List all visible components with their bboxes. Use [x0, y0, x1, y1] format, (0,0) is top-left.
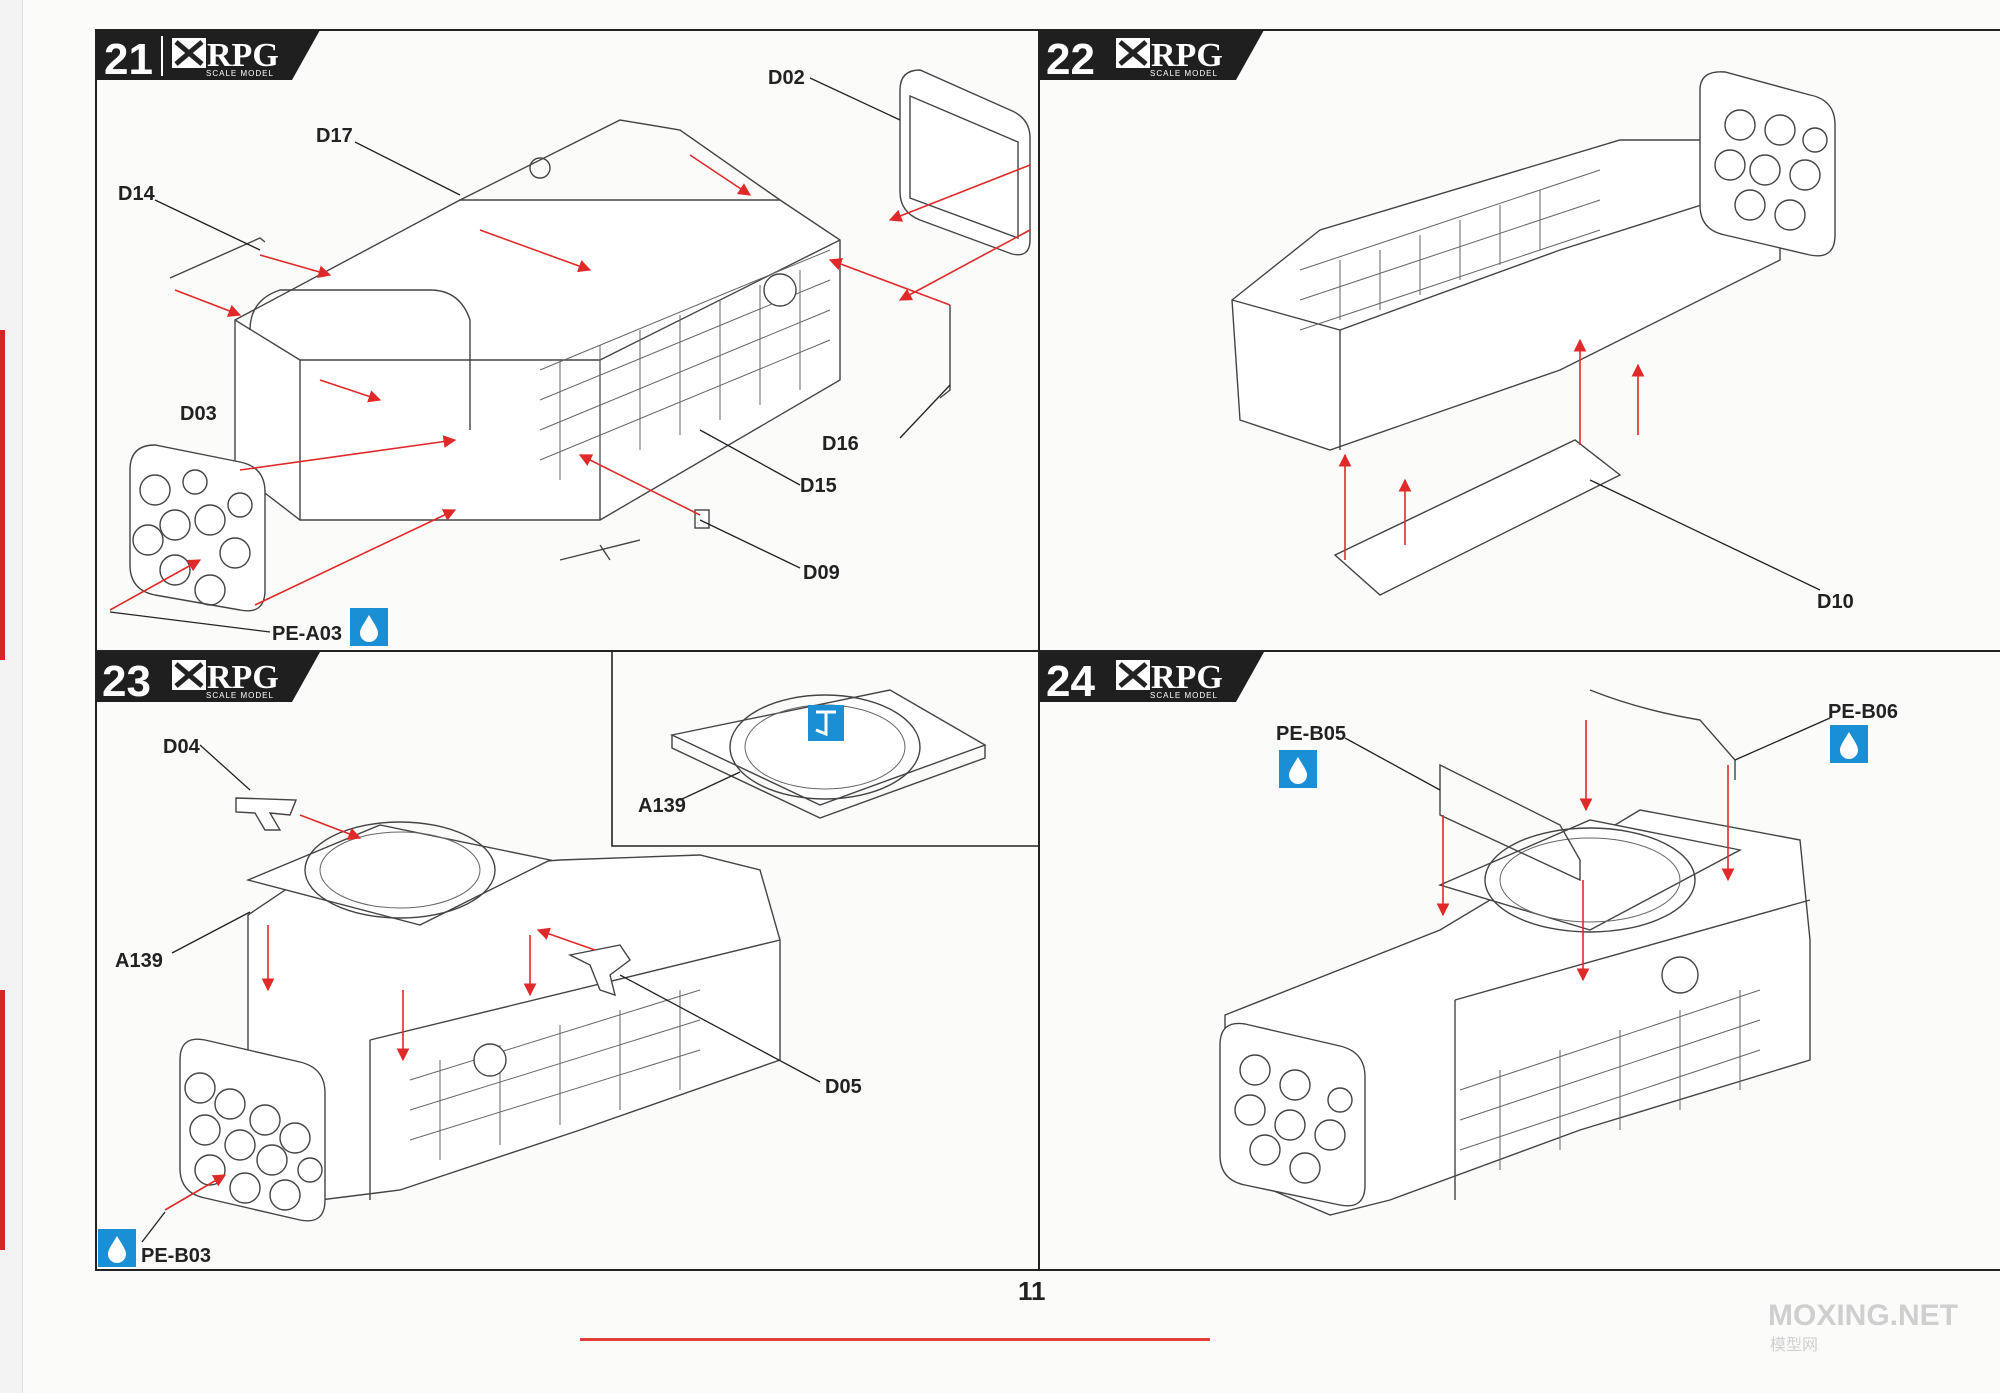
brand-sub: SCALE MODEL	[206, 691, 274, 700]
glue-drop-icon	[350, 608, 388, 646]
part-label-pe-a03: PE-A03	[272, 623, 342, 645]
bottom-accent-line	[580, 1338, 1210, 1341]
brand-name: RPG	[1151, 659, 1223, 696]
rpg-logo-icon	[1116, 660, 1150, 690]
rpg-logo-icon	[172, 38, 206, 68]
rpg-logo-icon	[172, 660, 206, 690]
part-label-pe-b06: PE-B06	[1828, 701, 1898, 723]
brand-name: RPG	[207, 37, 279, 74]
watermark-site: MOXING.NET	[1768, 1299, 1958, 1332]
part-label-d10: D10	[1817, 591, 1854, 613]
brand-name: RPG	[207, 659, 279, 696]
part-label-d15: D15	[800, 475, 837, 497]
part-label-d09: D09	[803, 562, 840, 584]
binding-accent-bottom	[0, 990, 5, 1250]
watermark-sub: 模型网	[1770, 1335, 1818, 1354]
step-23-drawing: A139	[98, 689, 987, 1267]
binding-strip	[0, 0, 23, 1393]
part-label-pe-b05: PE-B05	[1276, 723, 1346, 745]
step-22-drawing: D10	[1231, 71, 1854, 613]
step-header-23: 23 RPG SCALE MODEL	[96, 652, 320, 706]
brand-sub: SCALE MODEL	[1150, 69, 1218, 78]
part-label-d02: D02	[768, 67, 805, 89]
brand-sub: SCALE MODEL	[1150, 691, 1218, 700]
step-number: 23	[102, 657, 151, 706]
step-header-24: 24 RPG SCALE MODEL	[1040, 652, 1264, 706]
part-label-d03: D03	[180, 403, 217, 425]
glue-drop-icon	[1830, 725, 1868, 763]
binding-accent-top	[0, 330, 5, 660]
step-header-22: 22 RPG SCALE MODEL	[1040, 30, 1264, 84]
page-number: 11	[1018, 1276, 1046, 1306]
part-label-d16: D16	[822, 433, 859, 455]
part-label-a139-inset: A139	[638, 795, 686, 817]
glue-drop-icon	[98, 1229, 136, 1267]
step-24-drawing: PE-B05 PE-B06	[1219, 689, 1898, 1216]
part-label-d04: D04	[163, 736, 201, 758]
part-label-a139: A139	[115, 950, 163, 972]
brand-name: RPG	[1151, 37, 1223, 74]
step-header-21: 21 RPG SCALE MODEL	[96, 30, 320, 84]
part-label-pe-b03: PE-B03	[141, 1245, 211, 1267]
part-label-d17: D17	[316, 125, 353, 147]
glue-drop-icon	[1279, 750, 1317, 788]
step-21-drawing: D02 D17 D14 D16 D03 D15 D09 PE-A03	[109, 67, 1031, 646]
step-number: 22	[1046, 35, 1095, 84]
step-number: 21	[104, 35, 153, 84]
part-label-d14: D14	[118, 183, 156, 205]
step-number: 24	[1046, 657, 1095, 706]
part-label-d05: D05	[825, 1076, 862, 1098]
brand-sub: SCALE MODEL	[206, 69, 274, 78]
rpg-logo-icon	[1116, 38, 1150, 68]
